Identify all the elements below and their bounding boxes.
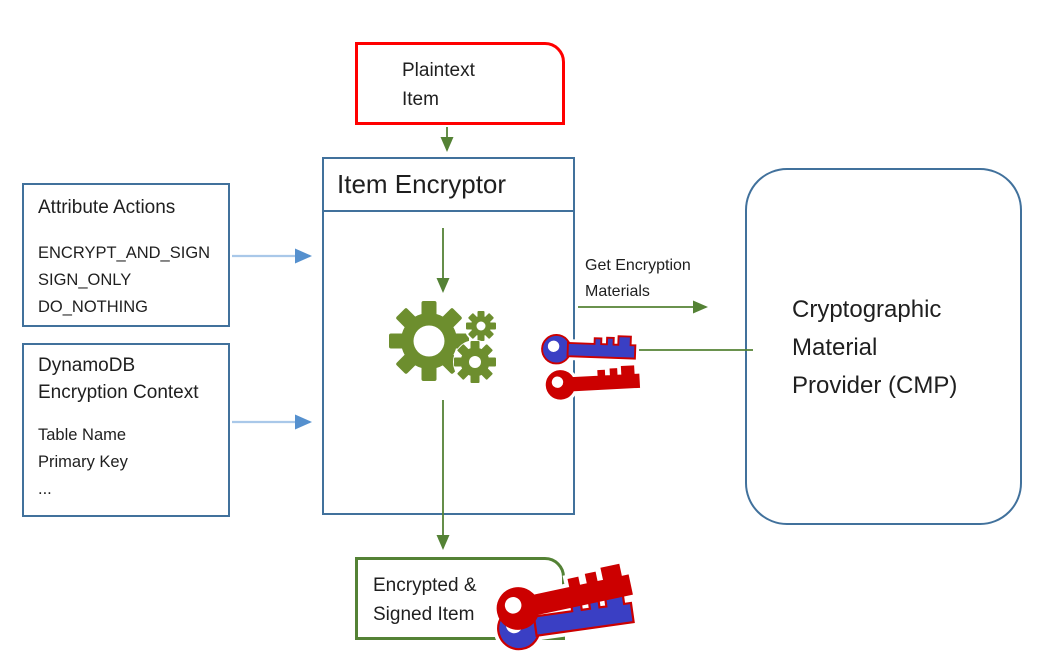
plaintext-item-box: Plaintext Item xyxy=(355,42,565,125)
encryption-context-items: Table Name Primary Key ... xyxy=(38,422,228,503)
cmp-line3: Provider (CMP) xyxy=(792,372,958,399)
encryption-context-item: ... xyxy=(38,480,52,498)
encryption-context-title: DynamoDB Encryption Context xyxy=(38,352,228,406)
attribute-action-item: ENCRYPT_AND_SIGN xyxy=(38,244,211,262)
encryption-context-item: Primary Key xyxy=(38,453,128,471)
encrypted-signed-line2: Signed Item xyxy=(373,604,475,625)
cmp-line1: Cryptographic xyxy=(792,296,942,323)
cmp-line2: Material xyxy=(792,334,878,361)
attribute-actions-box: Attribute Actions ENCRYPT_AND_SIGN SIGN_… xyxy=(22,183,230,327)
item-encryptor-box: Item Encryptor xyxy=(322,157,575,515)
encrypted-signed-line1: Encrypted & xyxy=(373,575,477,596)
get-encryption-materials-label: Get Encryption Materials xyxy=(585,253,691,305)
attribute-actions-items: ENCRYPT_AND_SIGN SIGN_ONLY DO_NOTHING xyxy=(38,240,228,321)
encryption-context-item: Table Name xyxy=(38,426,127,444)
plaintext-item-line2: Item xyxy=(402,89,439,110)
encryption-context-title-line2: Encryption Context xyxy=(38,382,199,403)
plaintext-item-line1: Plaintext xyxy=(402,60,475,81)
attribute-action-item: SIGN_ONLY xyxy=(38,271,132,289)
attribute-actions-title: Attribute Actions xyxy=(38,197,176,218)
get-encryption-materials-line2: Materials xyxy=(585,283,650,300)
cmp-box: Cryptographic Material Provider (CMP) xyxy=(745,168,1022,525)
encryption-context-box: DynamoDB Encryption Context Table Name P… xyxy=(22,343,230,517)
item-encryptor-title: Item Encryptor xyxy=(324,159,573,212)
get-encryption-materials-line1: Get Encryption xyxy=(585,257,691,274)
encrypted-signed-item-box: Encrypted & Signed Item xyxy=(355,557,565,640)
attribute-action-item: DO_NOTHING xyxy=(38,298,149,316)
encryption-context-title-line1: DynamoDB xyxy=(38,355,136,376)
